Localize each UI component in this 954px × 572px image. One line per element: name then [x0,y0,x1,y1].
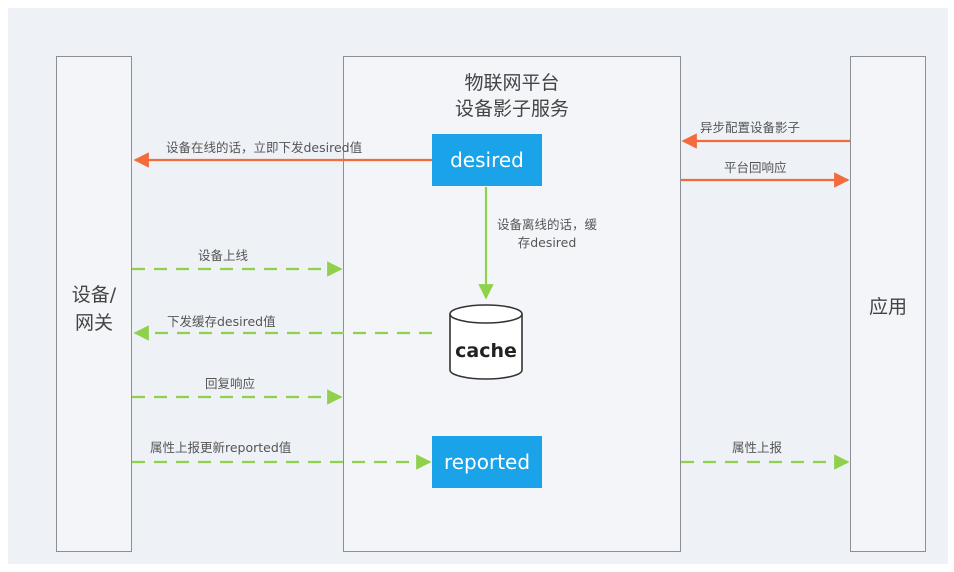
reply-label: 回复响应 [205,376,256,391]
async-config-label: 异步配置设备影子 [700,120,801,135]
platform-reply-label: 平台回响应 [724,160,787,175]
online-push-label: 设备在线的话，立即下发desired值 [166,140,363,155]
device-online-label: 设备上线 [198,248,249,263]
application-panel [850,56,926,552]
cache-cylinder: cache [449,304,523,380]
reported-box: reported [432,436,542,488]
push-cached-label: 下发缓存desired值 [167,314,276,329]
device-gateway-panel [56,56,132,552]
device-gateway-label: 设备/ 网关 [71,284,117,334]
property-report-label: 属性上报 [732,440,783,455]
desired-box: desired [432,134,542,186]
offline-cache-label: 设备离线的话，缓 存desired [496,217,597,251]
cache-label: cache [455,340,517,362]
application-label: 应用 [868,296,907,318]
platform-title-line2: 设备影子服务 [454,98,569,120]
platform-title-line1: 物联网平台 [464,72,560,94]
report-update-label: 属性上报更新reported值 [150,440,292,455]
